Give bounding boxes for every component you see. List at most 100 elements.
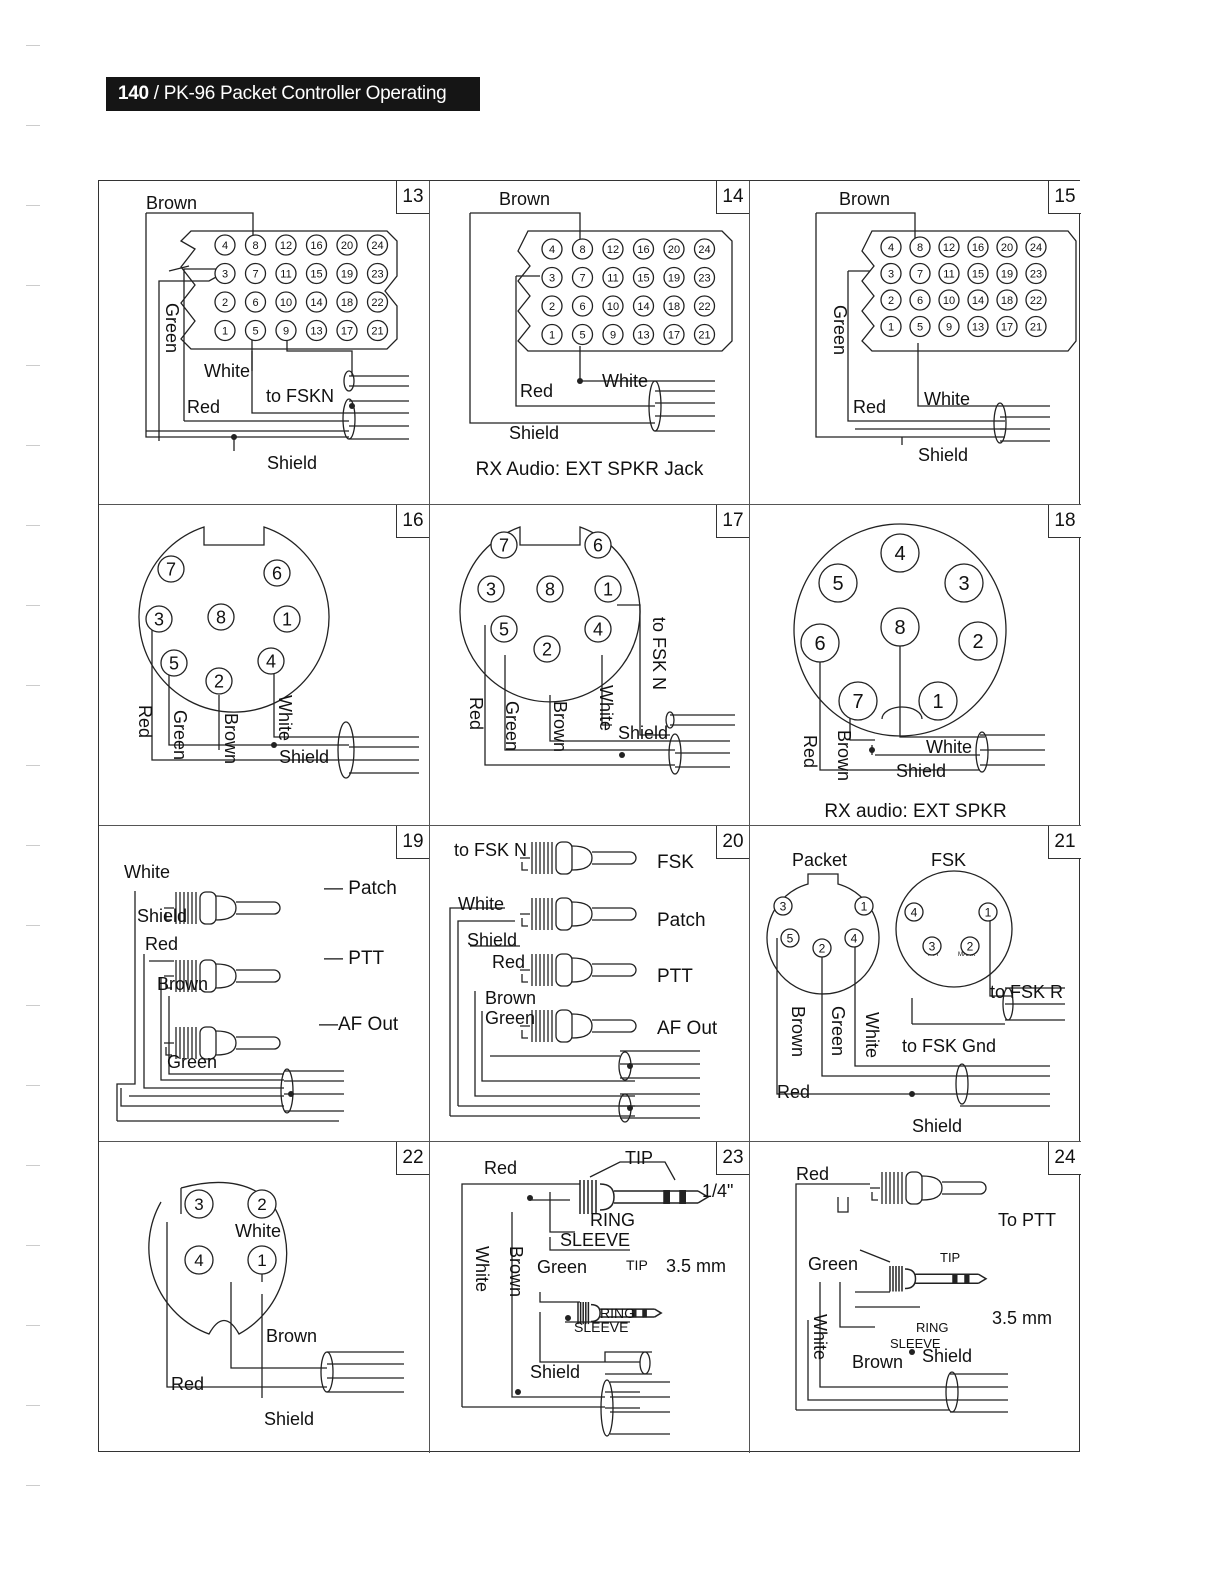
pin-label: 2 <box>972 631 983 653</box>
pin-label: 7 <box>852 691 863 713</box>
panel-24: 24 Red To PTT Green TIP 3.5 mm White RIN… <box>750 1142 1081 1453</box>
pin-label: 6 <box>272 563 282 583</box>
pin-12 <box>602 238 624 260</box>
label-brown: Brown <box>485 988 536 1008</box>
pin-20 <box>663 238 685 260</box>
label-white: White <box>810 1314 830 1360</box>
pin-label: 14 <box>637 301 649 313</box>
pin-label: 24 <box>371 240 383 252</box>
pin-5 <box>160 649 188 677</box>
pin-label: 3 <box>222 268 228 280</box>
label-tip: TIP <box>625 1148 653 1168</box>
label-green: Green <box>162 303 182 353</box>
pin-17 <box>336 319 358 342</box>
label-af-out: AF Out <box>657 1018 718 1039</box>
pin-label: 15 <box>310 268 322 280</box>
din5-wiring-21: Packet FSK to FSK R Brown Green White to… <box>766 850 1065 1136</box>
pin-4 <box>257 647 285 675</box>
label-3-5-mm: 3.5 mm <box>992 1308 1052 1328</box>
pin-7 <box>490 531 518 559</box>
label-white: White <box>204 361 250 381</box>
pin-label: 3 <box>486 579 496 599</box>
label-ring-2: RING <box>600 1305 635 1321</box>
pin-23 <box>1025 262 1047 285</box>
label-brown: Brown <box>788 1006 808 1057</box>
label-white: White <box>862 1012 882 1058</box>
pin-label: 1 <box>861 899 868 913</box>
pin-label: 6 <box>593 535 603 555</box>
pin-3 <box>773 896 793 916</box>
panel-number: 23 <box>716 1142 749 1175</box>
pin-11 <box>938 262 960 285</box>
label-green: Green <box>170 710 190 760</box>
label-brown: Brown <box>839 189 890 209</box>
pin-1 <box>594 575 622 603</box>
pin-7 <box>157 555 185 583</box>
label-red: Red <box>145 934 178 954</box>
label-quarter-inch: 1/4" <box>702 1181 733 1201</box>
pin-label: 4 <box>593 619 603 639</box>
label-white: White <box>235 1221 281 1241</box>
pin-label: 10 <box>280 297 292 309</box>
pin-23 <box>366 262 389 285</box>
pin-13 <box>632 323 655 346</box>
pin-label: 22 <box>698 301 710 313</box>
label-sleeve-2: SLEEVE <box>574 1319 628 1335</box>
pin-label: 20 <box>668 244 680 256</box>
pin-7 <box>571 266 594 289</box>
pin-12 <box>275 234 297 256</box>
pin-label: 4 <box>911 905 918 919</box>
label-3-5-mm: 3.5 mm <box>666 1256 726 1276</box>
pin-4 <box>844 928 864 948</box>
label-red: Red <box>853 397 886 417</box>
panel-number: 19 <box>396 826 429 859</box>
label-green: Green <box>830 305 850 355</box>
pin-label: 5 <box>787 931 794 945</box>
pin-label: 14 <box>310 297 322 309</box>
page-number: 140 <box>118 83 149 104</box>
pin-label: 13 <box>972 321 984 333</box>
wiring-diagram-grid: 13 Brown Green White to FSKN Red Shield … <box>98 180 1081 1453</box>
pin-label: 2 <box>967 939 974 953</box>
pin-19 <box>996 262 1018 285</box>
label-red: Red <box>484 1158 517 1178</box>
label-red: Red <box>520 381 553 401</box>
pin-label: 2 <box>214 671 224 691</box>
pin-10 <box>602 295 624 317</box>
pin-label: 4 <box>851 931 858 945</box>
pin-23 <box>693 266 716 289</box>
pin-label: 16 <box>310 240 322 252</box>
pin-label: 20 <box>341 240 353 252</box>
pin-label: 4 <box>888 242 894 254</box>
pin-8 <box>207 603 235 631</box>
label-shield: Shield <box>530 1362 580 1382</box>
pin-1 <box>247 1245 277 1275</box>
pin-label: 1 <box>257 1251 266 1270</box>
pin-8 <box>909 236 931 258</box>
pin-label: 13 <box>310 325 322 337</box>
panel-number: 15 <box>1048 181 1081 214</box>
label-patch: — Patch <box>324 878 397 899</box>
pin-11 <box>602 266 624 289</box>
pin-label: 8 <box>252 240 258 252</box>
pin-1 <box>978 902 998 922</box>
panel-number: 20 <box>716 826 749 859</box>
phone-plug-icon <box>889 1266 988 1292</box>
pin-13 <box>967 315 989 338</box>
label-to-fsk-gnd: to FSK Gnd <box>902 1036 996 1056</box>
pin-label: 8 <box>917 242 923 254</box>
label-green: Green <box>485 1008 535 1028</box>
pin-15 <box>305 262 328 285</box>
label-brown: Brown <box>506 1246 526 1297</box>
pin-label: 4 <box>194 1251 203 1270</box>
manual-title: / PK-96 Packet Controller Operating Manu… <box>118 83 447 138</box>
pin-label: 4 <box>549 244 555 256</box>
pin-14 <box>967 289 989 311</box>
label-red: Red <box>796 1164 829 1184</box>
pin-4 <box>214 234 236 256</box>
pin-2 <box>960 936 980 956</box>
pin-label: 4 <box>266 651 276 671</box>
pin-label: 7 <box>252 268 258 280</box>
